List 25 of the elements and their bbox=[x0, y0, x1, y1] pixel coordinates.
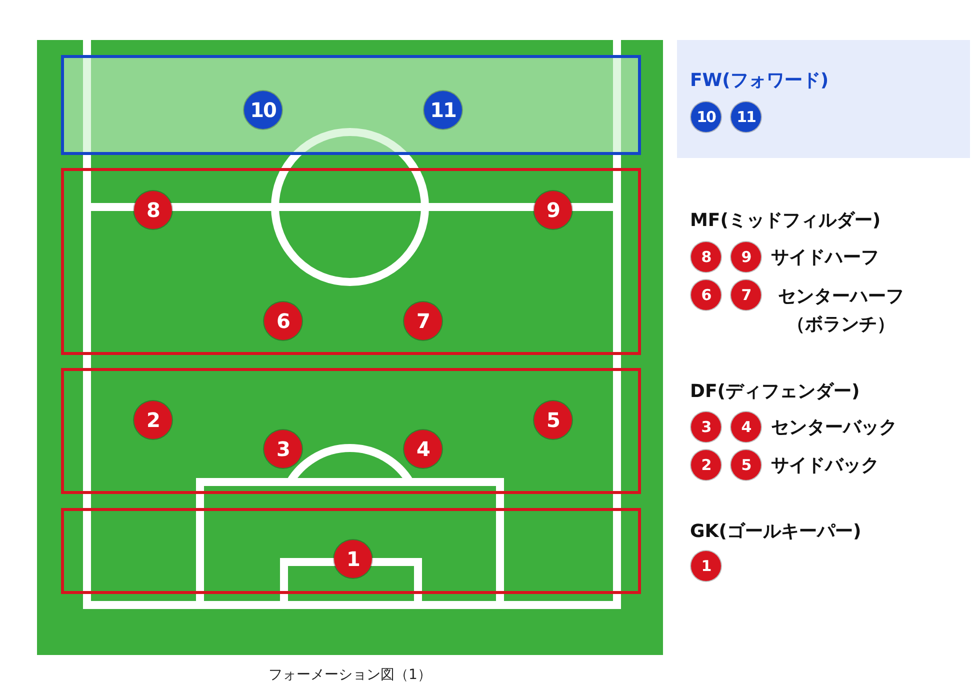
legend-panel bbox=[677, 40, 970, 158]
player-marker: 4 bbox=[731, 412, 761, 442]
player-marker: 6 bbox=[691, 280, 721, 310]
zone-frame bbox=[61, 55, 641, 155]
position-heading: GK(ゴールキーパー) bbox=[690, 520, 862, 543]
zone-frame bbox=[61, 168, 641, 355]
position-heading: FW(フォワード) bbox=[690, 69, 829, 92]
figure-caption: フォーメーション図（1） bbox=[268, 666, 432, 684]
player-marker: 10 bbox=[691, 102, 721, 132]
position-heading: DF(ディフェンダー) bbox=[690, 380, 860, 403]
player-marker: 7 bbox=[731, 280, 761, 310]
player-marker: 5 bbox=[731, 450, 761, 480]
role-text: センターハーフ（ボランチ） bbox=[777, 285, 905, 337]
player-marker: 11 bbox=[731, 102, 761, 132]
role-text: センターバック bbox=[771, 416, 897, 439]
player-marker: 2 bbox=[691, 450, 721, 480]
role-text: サイドハーフ bbox=[771, 246, 879, 269]
role-text: サイドバック bbox=[771, 454, 879, 477]
player-marker: 8 bbox=[691, 242, 721, 272]
player-marker: 1 bbox=[691, 551, 721, 581]
zone-frame bbox=[61, 508, 641, 594]
player-marker: 3 bbox=[691, 412, 721, 442]
player-marker: 9 bbox=[731, 242, 761, 272]
position-heading: MF(ミッドフィルダー) bbox=[690, 209, 881, 232]
zone-frame bbox=[61, 368, 641, 494]
